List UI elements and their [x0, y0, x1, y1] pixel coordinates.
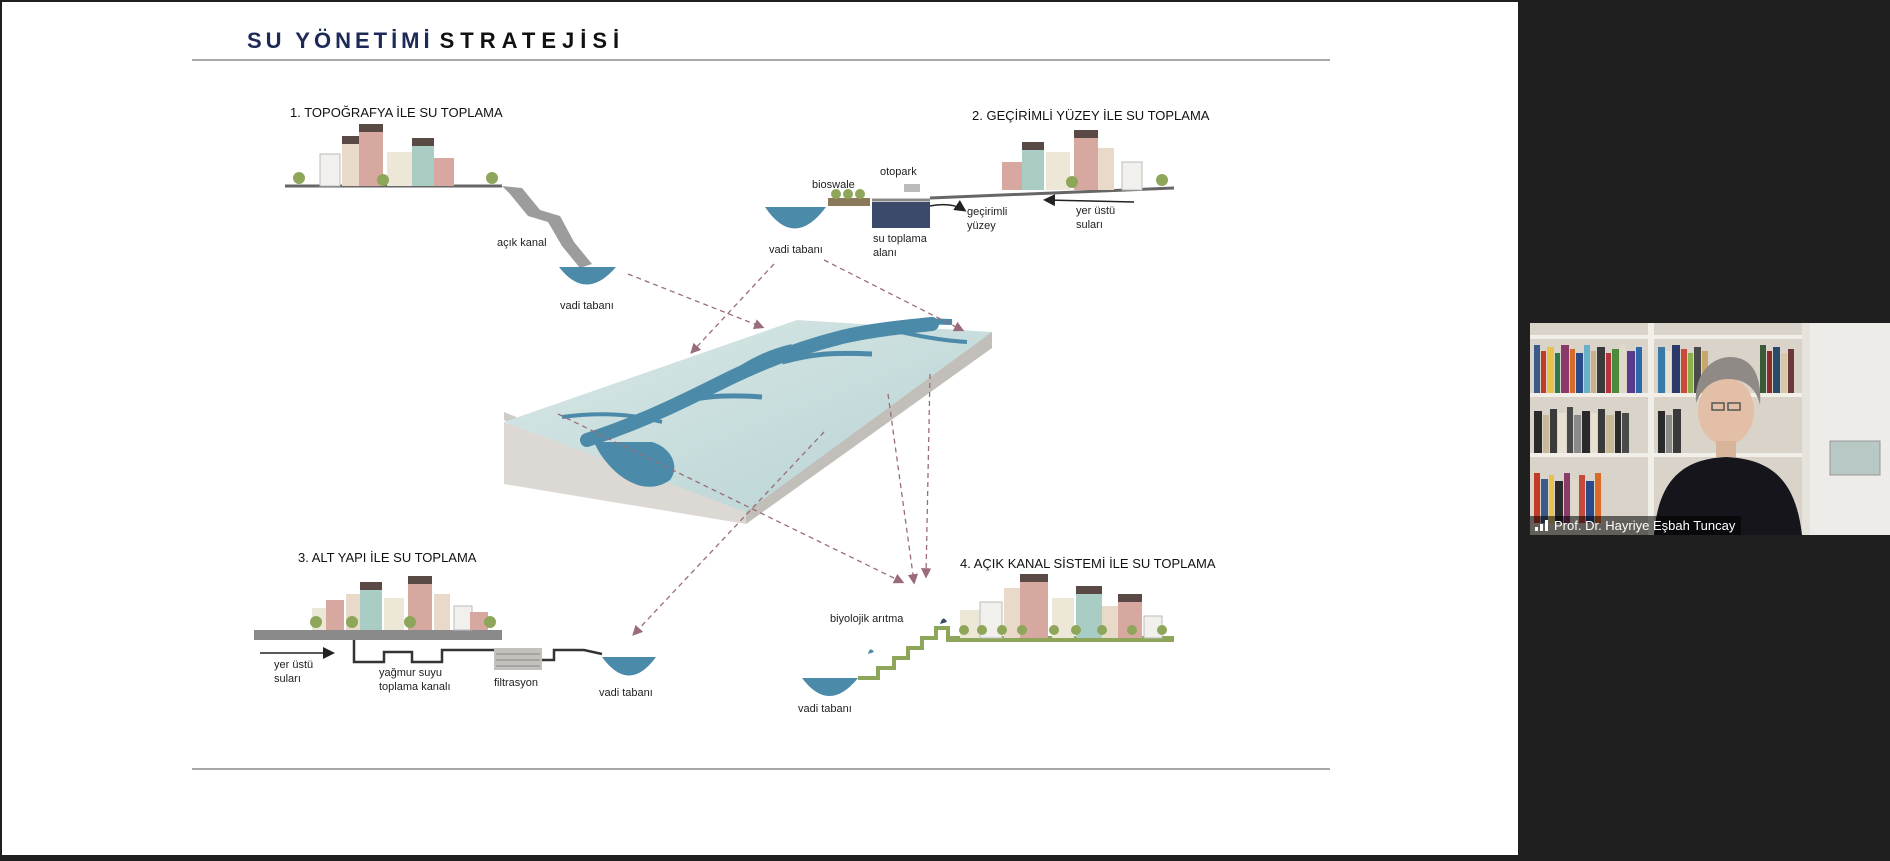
connection-arrows	[557, 259, 965, 636]
label-yagmur-2: toplama kanalı	[379, 681, 451, 693]
watershed-block	[504, 317, 992, 524]
section4-heading: 4. AÇIK KANAL SİSTEMİ İLE SU TOPLAMA	[960, 556, 1216, 571]
section2-illustration	[765, 130, 1175, 229]
section1-illustration	[285, 124, 616, 285]
section2-heading: 2. GEÇİRİMLİ YÜZEY İLE SU TOPLAMA	[972, 108, 1210, 123]
label-yer-ustu-b1: yer üstü	[274, 659, 313, 671]
section4-illustration	[802, 574, 1174, 696]
label-gecirimli-1: geçirimli	[967, 206, 1007, 218]
video-feed	[1530, 323, 1890, 535]
label-biyolojik: biyolojik arıtma	[830, 613, 904, 625]
water-management-diagram: 1. TOPOĞRAFYA İLE SU TOPLAMA açık kanal …	[254, 105, 1216, 715]
label-yer-ustu-a1: yer üstü	[1076, 205, 1115, 217]
participant-video-tile[interactable]: Prof. Dr. Hayriye Eşbah Tuncay	[1530, 323, 1890, 535]
label-filtrasyon: filtrasyon	[494, 677, 538, 689]
label-bioswale: bioswale	[812, 179, 855, 191]
title-part-2: STRATEJİSİ	[439, 28, 626, 53]
label-vadi-tabani-2: vadi tabanı	[769, 244, 823, 256]
participant-name-label: Prof. Dr. Hayriye Eşbah Tuncay	[1530, 516, 1742, 535]
label-yer-ustu-a2: suları	[1076, 219, 1103, 231]
section3-illustration	[254, 576, 656, 676]
label-otopark: otopark	[880, 166, 917, 178]
label-vadi-tabani-4: vadi tabanı	[798, 703, 852, 715]
label-acik-kanal: açık kanal	[497, 237, 547, 249]
title-part-1: SU YÖNETİMİ	[247, 28, 434, 53]
label-su-toplama-1: su toplama	[873, 233, 928, 245]
label-vadi-tabani-1: vadi tabanı	[560, 300, 614, 312]
participant-name: Prof. Dr. Hayriye Eşbah Tuncay	[1554, 518, 1736, 533]
bottom-divider	[192, 768, 1330, 770]
section1-heading: 1. TOPOĞRAFYA İLE SU TOPLAMA	[290, 105, 503, 120]
label-yagmur-1: yağmur suyu	[379, 667, 442, 679]
label-gecirimli-2: yüzey	[967, 220, 996, 232]
label-su-toplama-2: alanı	[873, 247, 897, 259]
label-vadi-tabani-3: vadi tabanı	[599, 687, 653, 699]
label-yer-ustu-b2: suları	[274, 673, 301, 685]
top-divider	[192, 59, 1330, 61]
section3-heading: 3. ALT YAPI İLE SU TOPLAMA	[298, 550, 477, 565]
signal-strength-icon	[1535, 520, 1548, 531]
